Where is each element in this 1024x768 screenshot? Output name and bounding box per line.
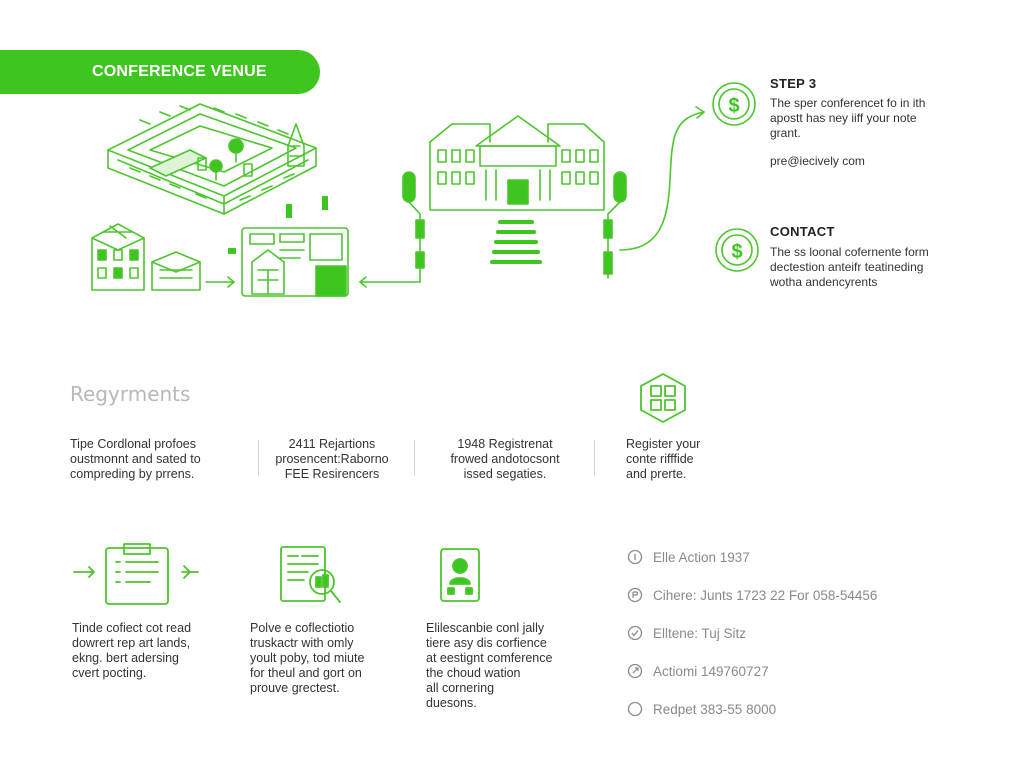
requirement-item-3: 1948 Registrenat frowed andotocsont isse… bbox=[430, 437, 580, 482]
bottom-line: cvert pocting. bbox=[72, 666, 147, 680]
requirement-line: and prerte. bbox=[626, 467, 687, 481]
curved-arrow bbox=[619, 111, 705, 251]
stadium-illustration bbox=[107, 103, 317, 215]
small-building-illustration bbox=[91, 223, 145, 291]
registration-box-illustration bbox=[151, 251, 201, 291]
info-board-illustration bbox=[228, 196, 349, 297]
contact-description: The ss loonal cofernente form dectestion… bbox=[770, 245, 929, 290]
bottom-line: Tinde cofiect cot read bbox=[72, 621, 192, 635]
bottom-item-3: Elilescanbie conl jally tiere asy dis co… bbox=[426, 621, 596, 711]
id-badge-icon bbox=[440, 548, 480, 602]
svg-text:$: $ bbox=[728, 95, 739, 117]
requirement-line: oustmonnt and sated to bbox=[70, 452, 201, 466]
requirements-heading: Regyrments bbox=[70, 382, 191, 406]
requirement-line: Tipe Cordlonal profoes bbox=[70, 437, 196, 451]
grid-icon bbox=[640, 373, 686, 423]
contact-text: Cihere: Junts 1723 22 For 058-54456 bbox=[653, 587, 878, 603]
bottom-line: all cornering bbox=[426, 681, 495, 695]
divider bbox=[258, 440, 259, 476]
requirement-line: 1948 Registrenat bbox=[457, 437, 553, 451]
contact-line: dectestion anteifr teatineding bbox=[770, 260, 924, 274]
document-search-icon bbox=[280, 546, 341, 603]
bottom-line: truskactr with omly bbox=[250, 636, 354, 650]
divider bbox=[414, 440, 415, 476]
connector-chain-left bbox=[402, 171, 425, 283]
bottom-line: at eestignt comference bbox=[426, 651, 553, 665]
phone-icon bbox=[627, 587, 643, 603]
venue-illustration: $ $ bbox=[91, 82, 759, 297]
contact-title: CONTACT bbox=[770, 224, 835, 239]
requirement-line: prosencent:Raborno bbox=[275, 452, 389, 466]
bottom-line: Elilescanbie conl jally bbox=[426, 621, 545, 635]
dollar-icon-contact bbox=[715, 228, 759, 272]
contact-row[interactable]: Actiomi 149760727 bbox=[627, 662, 927, 680]
bottom-line: prouve grectest. bbox=[250, 681, 340, 695]
svg-text:$: $ bbox=[731, 241, 742, 263]
contact-text: Redpet 383-55 8000 bbox=[653, 701, 777, 717]
info-icon bbox=[627, 549, 643, 565]
requirement-item-4: Register your conte rifffide and prerte. bbox=[626, 437, 746, 482]
requirement-line: FEE Resirencers bbox=[284, 467, 380, 481]
clipboard-icon bbox=[73, 543, 199, 605]
bottom-item-2: Polve e coflectiotio truskactr with omly… bbox=[250, 621, 410, 696]
main-building-illustration bbox=[429, 115, 605, 264]
step3-title: STEP 3 bbox=[770, 76, 817, 91]
step3-line: The sper conferencet fo in ith bbox=[770, 96, 926, 110]
requirement-line: issed segaties. bbox=[463, 467, 547, 481]
bottom-line: the choud wation bbox=[426, 666, 521, 680]
bottom-line: for theul and gort on bbox=[250, 666, 362, 680]
bottom-line: duesons. bbox=[426, 696, 477, 710]
requirement-line: compreding by prrens. bbox=[70, 467, 195, 481]
contact-text: Actiomi 149760727 bbox=[653, 663, 769, 679]
requirement-line: 2411 Rejartions bbox=[288, 437, 376, 451]
contact-row[interactable]: Redpet 383-55 8000 bbox=[627, 700, 927, 718]
contact-line: The ss loonal cofernente form bbox=[770, 245, 929, 259]
step3-line: apostt has ney iiff your note bbox=[770, 111, 917, 125]
contact-row[interactable]: Elle Action 1937 bbox=[627, 548, 927, 566]
step3-email[interactable]: pre@iecively com bbox=[770, 154, 865, 168]
bottom-line: dowrert rep art lands, bbox=[72, 636, 191, 650]
check-icon bbox=[627, 625, 643, 641]
dollar-icon-step3 bbox=[712, 82, 756, 126]
contact-text: Elle Action 1937 bbox=[653, 549, 750, 565]
requirement-item-2: 2411 Rejartions prosencent:Raborno FEE R… bbox=[266, 437, 398, 482]
bottom-line: yoult poby, tod miute bbox=[250, 651, 365, 665]
link-icon bbox=[627, 663, 643, 679]
contact-line: wotha andencyrents bbox=[770, 275, 878, 289]
contact-row[interactable]: Elltene: Tuj Sitz bbox=[627, 624, 927, 642]
contact-list: Elle Action 1937 Cihere: Junts 1723 22 F… bbox=[627, 548, 927, 718]
bottom-line: Polve e coflectiotio bbox=[250, 621, 355, 635]
requirement-line: frowed andotocsont bbox=[450, 452, 560, 466]
contact-row[interactable]: Cihere: Junts 1723 22 For 058-54456 bbox=[627, 586, 927, 604]
requirement-line: Register your bbox=[626, 437, 701, 451]
step3-line: grant. bbox=[770, 126, 801, 140]
header-title: CONFERENCE VENUE bbox=[92, 63, 267, 80]
divider bbox=[594, 440, 595, 476]
bottom-item-1: Tinde cofiect cot read dowrert rep art l… bbox=[72, 621, 242, 681]
circle-icon bbox=[627, 701, 643, 717]
contact-text: Elltene: Tuj Sitz bbox=[653, 625, 747, 641]
connector-chain-right bbox=[603, 171, 627, 279]
bottom-line: tiere asy dis corfience bbox=[426, 636, 547, 650]
bottom-line: ekng. bert adersing bbox=[72, 651, 180, 665]
requirement-item-1: Tipe Cordlonal profoes oustmonnt and sat… bbox=[70, 437, 240, 482]
requirement-line: conte rifffide bbox=[626, 452, 694, 466]
header-banner: CONFERENCE VENUE bbox=[0, 50, 320, 94]
step3-description: The sper conferencet fo in ith apostt ha… bbox=[770, 96, 925, 141]
